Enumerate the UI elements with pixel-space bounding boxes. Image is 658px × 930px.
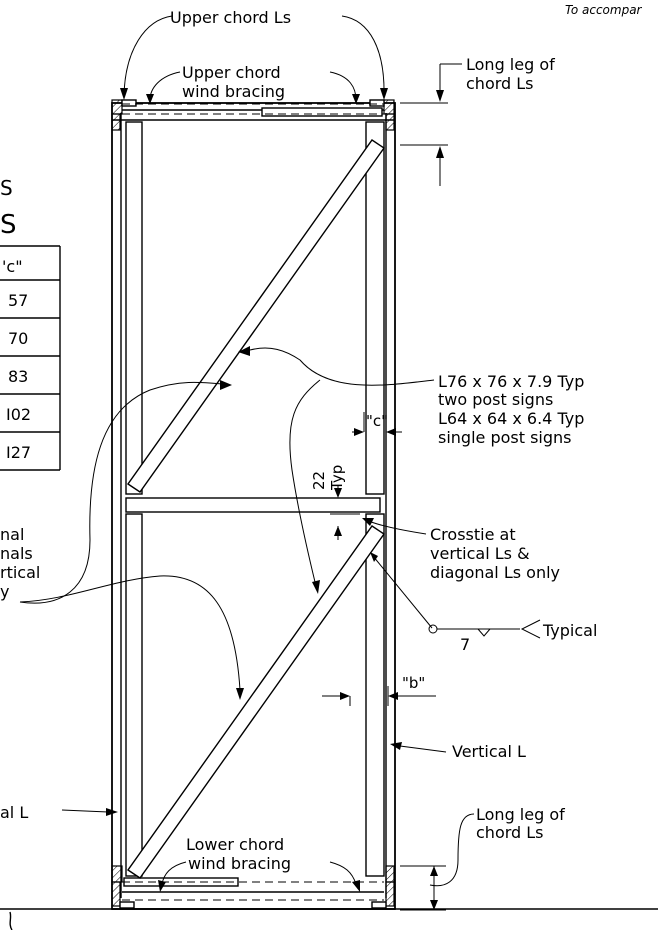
dim-typ-label: Typ: [328, 465, 346, 491]
table-cell: 70: [8, 329, 28, 348]
upper-chord-label: Upper chord Ls: [170, 8, 291, 27]
upper-wind-bracing-label-1: Upper chord: [182, 63, 281, 82]
weld-size-label: 7: [460, 635, 470, 654]
dim-b-label: "b": [402, 674, 425, 692]
member-size-label-4: single post signs: [438, 428, 572, 447]
table-cell: 83: [8, 367, 28, 386]
crosstie-label-3: diagonal Ls only: [430, 563, 560, 582]
table-cell: 57: [8, 291, 28, 310]
member-size-label-1: L76 x 76 x 7.9 Typ: [438, 372, 584, 391]
lower-wind-bracing-label-1: Lower chord: [186, 835, 284, 854]
member-size-label-2: two post signs: [438, 390, 553, 409]
vertical-l-label: Vertical L: [452, 742, 526, 761]
weld-typical-label: Typical: [542, 621, 597, 640]
dim-22-label: 22: [310, 471, 328, 490]
table-header: 'c": [2, 257, 23, 276]
annotations: Upper chord Ls Upper chord wind bracing …: [0, 8, 597, 911]
long-leg-bottom-label-1: Long leg of: [476, 805, 565, 824]
long-leg-bottom-label-2: chord Ls: [476, 823, 544, 842]
long-leg-top-label-2: chord Ls: [466, 74, 534, 93]
diag-left-label-1: nal: [0, 525, 24, 544]
upper-wind-bracing-label-2: wind bracing: [182, 82, 285, 101]
member-size-label-3: L64 x 64 x 6.4 Typ: [438, 409, 584, 428]
long-leg-top-label-1: Long leg of: [466, 55, 555, 74]
diag-left-label-3: rtical: [0, 563, 40, 582]
table-title-fragment-2: S: [0, 210, 17, 240]
table-cell: I02: [6, 405, 31, 424]
diag-left-label-4: y: [0, 582, 9, 601]
table-cell: I27: [6, 443, 31, 462]
table-title-fragment-1: S: [0, 176, 13, 200]
crosstie-label-1: Crosstie at: [430, 525, 516, 544]
dimension-table: S S 'c" 57 70 83 I02 I27: [0, 176, 61, 471]
note-text: To accompar: [565, 3, 643, 17]
diag-left-label-2: nals: [0, 544, 33, 563]
dim-c-label: "c": [366, 412, 388, 430]
lower-wind-bracing-label-2: wind bracing: [188, 854, 291, 873]
crosstie-label-2: vertical Ls &: [430, 544, 530, 563]
vertical-l-left-label: al L: [0, 803, 28, 822]
